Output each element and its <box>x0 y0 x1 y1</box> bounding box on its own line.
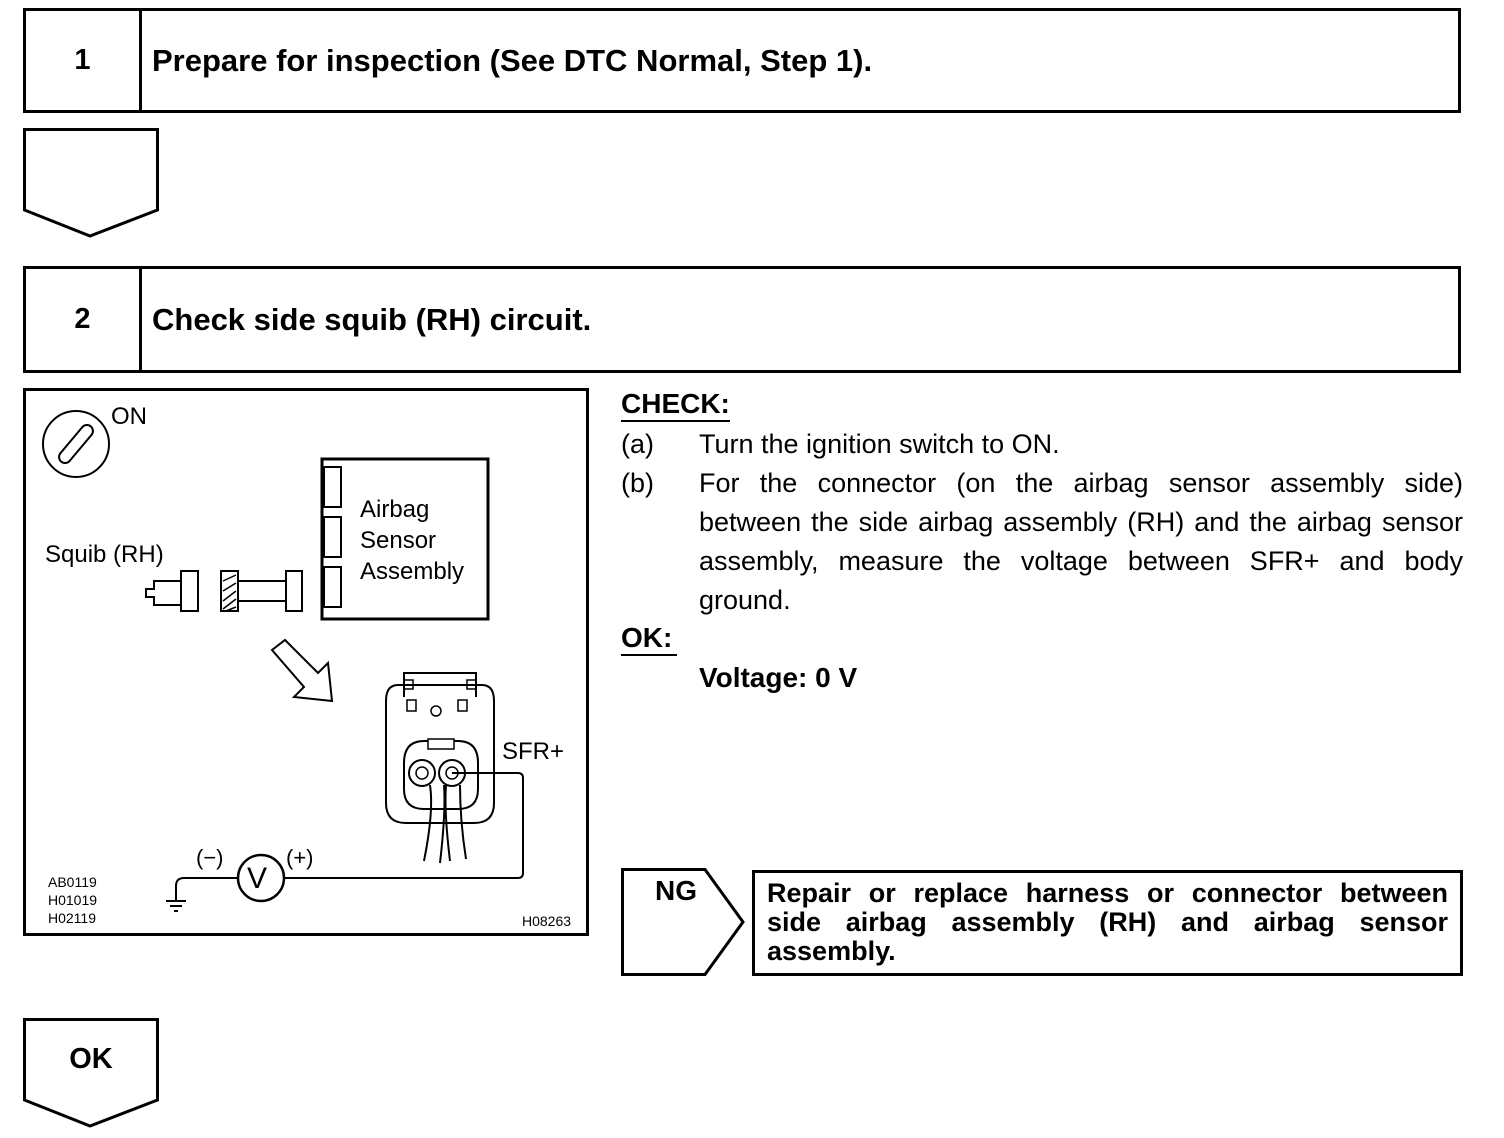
sensor-label-line-1: Airbag <box>360 496 430 523</box>
check-item-a-text: Turn the ignition switch to ON. <box>699 429 1060 459</box>
ng-action-text: Repair or replace harness or connector b… <box>767 878 1448 966</box>
check-item-b-text: For the connector (on the airbag sensor … <box>699 468 1463 615</box>
check-item-b-label: (b) <box>621 468 654 498</box>
figure-code: H08263 <box>522 913 572 929</box>
view-arrow-icon <box>270 638 334 703</box>
sensor-label-line-2: Sensor <box>360 527 437 554</box>
ignition-on-label: ON <box>111 403 147 430</box>
ok-flow-arrow <box>23 1018 159 1128</box>
voltage-spec: Voltage: 0 V <box>699 662 858 693</box>
step-2-title: Check side squib (RH) circuit. <box>152 301 592 337</box>
check-heading: CHECK: <box>621 388 730 422</box>
circuit-diagram: ON Squib (RH) Airbag Sensor Assembly SFR… <box>23 388 589 936</box>
step-1-title: Prepare for inspection (See DTC Normal, … <box>152 42 873 78</box>
voltmeter-symbol: V <box>247 862 268 895</box>
step-1-number: 1 <box>26 11 142 110</box>
ng-label: NG <box>655 875 697 906</box>
positive-label: (+) <box>286 845 314 870</box>
ignition-key-icon <box>42 410 110 478</box>
circuit-drawing <box>42 410 524 912</box>
step-2-number: 2 <box>26 269 142 370</box>
ref-code-1: AB0119 <box>48 874 97 890</box>
ng-action-box: Repair or replace harness or connector b… <box>752 870 1463 976</box>
ref-code-2: H01019 <box>48 892 98 908</box>
probe-wire <box>283 772 524 879</box>
flow-arrow-down <box>23 128 159 238</box>
terminal-label: SFR+ <box>502 738 565 765</box>
ng-arrow <box>621 868 745 976</box>
connector-closeup-icon <box>385 672 495 864</box>
check-item-a-label: (a) <box>621 429 654 459</box>
ok-heading: OK: <box>621 622 677 656</box>
airbag-sensor-assembly-icon <box>320 457 490 621</box>
step-2-box: 2 Check side squib (RH) circuit. <box>23 266 1461 373</box>
negative-label: (−) <box>196 845 224 870</box>
step-1-box: 1 Prepare for inspection (See DTC Normal… <box>23 8 1461 113</box>
ground-symbol-icon <box>166 900 186 912</box>
ref-code-3: H02119 <box>48 910 97 926</box>
squib-label: Squib (RH) <box>45 541 164 568</box>
squib-connector-icon <box>145 570 303 612</box>
sensor-label-line-3: Assembly <box>360 558 465 585</box>
ok-flow-label: OK <box>69 1043 113 1075</box>
